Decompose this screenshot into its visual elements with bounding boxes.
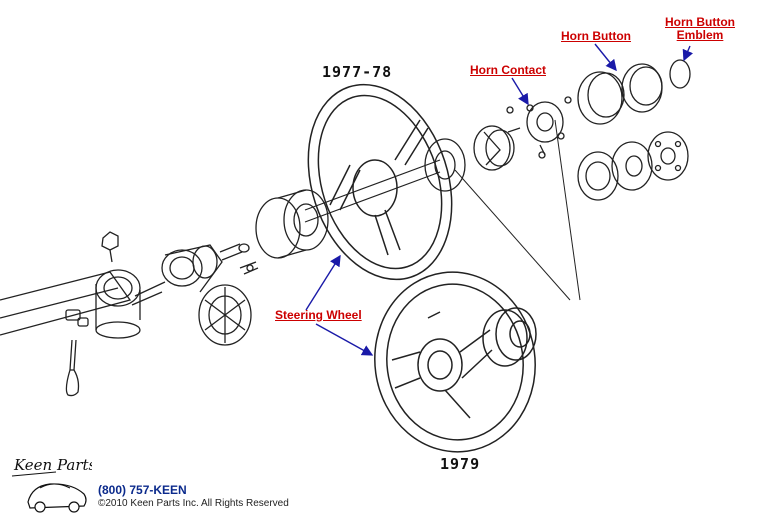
column-knob (101, 231, 119, 263)
horn-contact-part (506, 96, 572, 159)
car-logo-drawing: Keen Parts (11, 456, 97, 513)
arrow-horn-contact (511, 77, 529, 106)
year-label-1979: 1979 (440, 455, 481, 473)
hub-spacer (424, 138, 466, 192)
horn-button-emblem-line2: Emblem (676, 28, 724, 42)
steering-column (0, 269, 166, 339)
arrow-steering-wheel-77 (305, 254, 341, 311)
horn-parts-1979 (577, 131, 689, 201)
steering-wheel-link[interactable]: Steering Wheel (275, 308, 362, 322)
arrow-steering-wheel-79 (315, 323, 374, 356)
phone-number[interactable]: (800) 757-KEEN (98, 483, 187, 497)
horn-button-part (577, 63, 663, 125)
horn-contact-link[interactable]: Horn Contact (470, 63, 546, 77)
year-label-1977-78: 1977-78 (322, 63, 393, 81)
arrow-horn-emblem (682, 45, 694, 62)
assembly-guide-lines (454, 119, 581, 301)
horn-button-emblem-link[interactable]: Horn Button Emblem (664, 16, 736, 42)
callout-arrows (305, 43, 694, 356)
keen-parts-logo: Keen Parts (10, 450, 97, 518)
column-bearing-housing (239, 189, 329, 275)
copyright-text: ©2010 Keen Parts Inc. All Rights Reserve… (98, 498, 289, 509)
steering-wheel-1979 (374, 271, 537, 453)
horn-button-emblem-line1: Horn Button (665, 15, 735, 29)
horn-emblem-part (669, 59, 691, 89)
logo-script-text: Keen Parts (13, 456, 92, 474)
lock-plate (198, 284, 252, 346)
horn-button-link[interactable]: Horn Button (561, 29, 631, 43)
hub-adapter (473, 125, 515, 171)
arrow-horn-button (594, 43, 617, 72)
turn-signal-lever (65, 339, 80, 397)
shaft-line (304, 159, 441, 223)
turn-signal-switch (161, 243, 250, 293)
